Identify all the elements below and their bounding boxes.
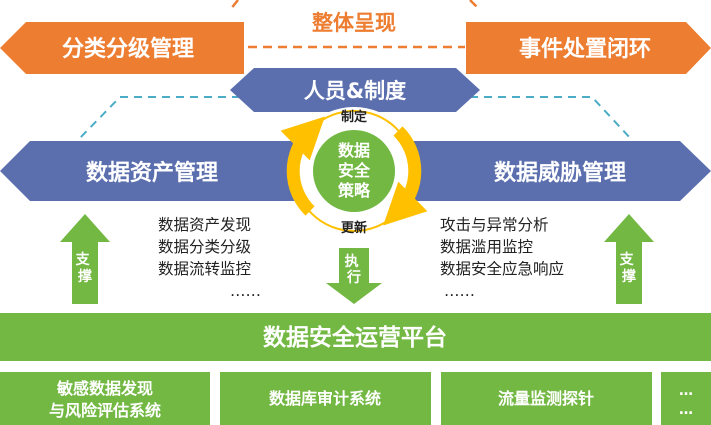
asset-items-list: 数据资产发现 数据分类分级 数据流转监控 …… — [158, 214, 261, 302]
threat-item-more: …… — [444, 282, 475, 300]
threat-item: 数据安全应急响应 — [440, 260, 565, 278]
asset-item: 数据流转监控 — [158, 260, 252, 278]
threat-item: 数据滥用监控 — [440, 238, 534, 256]
cycle-bottom-label: 更新 — [341, 220, 367, 236]
support-right-char-1: 支 — [619, 251, 635, 268]
incident-label: 事件处置闭环 — [519, 36, 651, 62]
strategy-line-1: 数据 — [338, 141, 370, 160]
cycle-arrow-left — [280, 116, 325, 216]
strategy-cycle: 数据 安全 策略 制定 更新 — [280, 107, 428, 236]
threat-management-label: 数据威胁管理 — [494, 160, 626, 186]
people-system-label: 人员&制度 — [304, 79, 406, 103]
execute-arrow — [326, 248, 382, 304]
top-dashed-connectors — [229, 0, 481, 49]
asset-item: 数据分类分级 — [158, 238, 252, 256]
execute-char-1: 执 — [345, 253, 359, 270]
strategy-line-3: 策略 — [337, 181, 371, 200]
system-box-more — [661, 372, 711, 425]
incident-arrow — [466, 22, 711, 74]
platform-label: 数据安全运营平台 — [263, 324, 447, 351]
asset-item: 数据资产发现 — [158, 216, 252, 234]
asset-item-more: …… — [230, 282, 261, 300]
support-left-label: 支 撑 — [75, 251, 95, 285]
people-system-banner — [230, 68, 480, 112]
overall-title: 整体呈现 — [312, 11, 396, 35]
support-right-label: 支 撑 — [619, 251, 639, 285]
threat-items-list: 攻击与异常分析 数据滥用监控 数据安全应急响应 …… — [440, 214, 564, 302]
support-left-char-2: 撑 — [78, 268, 92, 285]
system-sensitive-line-2: 与风险评估系统 — [49, 401, 161, 420]
system-more-line-1: … — [679, 383, 693, 399]
cycle-top-label: 制定 — [341, 109, 367, 125]
asset-management-label: 数据资产管理 — [86, 160, 218, 186]
system-box-db-audit — [220, 372, 431, 425]
system-box-traffic-probe — [441, 372, 652, 425]
threat-item: 攻击与异常分析 — [440, 216, 549, 234]
execute-char-2: 行 — [346, 269, 361, 286]
system-db-audit-label: 数据库审计系统 — [269, 389, 381, 408]
execute-label: 执 行 — [345, 253, 364, 286]
classification-arrow — [0, 22, 244, 74]
system-sensitive-line-1: 敏感数据发现 — [56, 379, 153, 398]
system-traffic-probe-label: 流量监测探针 — [498, 389, 594, 408]
system-more-line-2: … — [679, 402, 693, 418]
support-left-char-1: 支 — [75, 251, 91, 268]
strategy-core — [313, 130, 395, 212]
support-arrow-left — [60, 214, 110, 304]
support-right-char-2: 撑 — [622, 268, 636, 285]
cycle-arrow-right — [383, 126, 428, 226]
classification-label: 分类分级管理 — [62, 36, 194, 62]
teal-dashed-connectors — [77, 96, 633, 141]
support-arrow-right — [604, 214, 654, 304]
strategy-line-2: 安全 — [338, 161, 371, 180]
platform-bar — [0, 313, 711, 361]
system-box-sensitive-data — [0, 372, 210, 425]
